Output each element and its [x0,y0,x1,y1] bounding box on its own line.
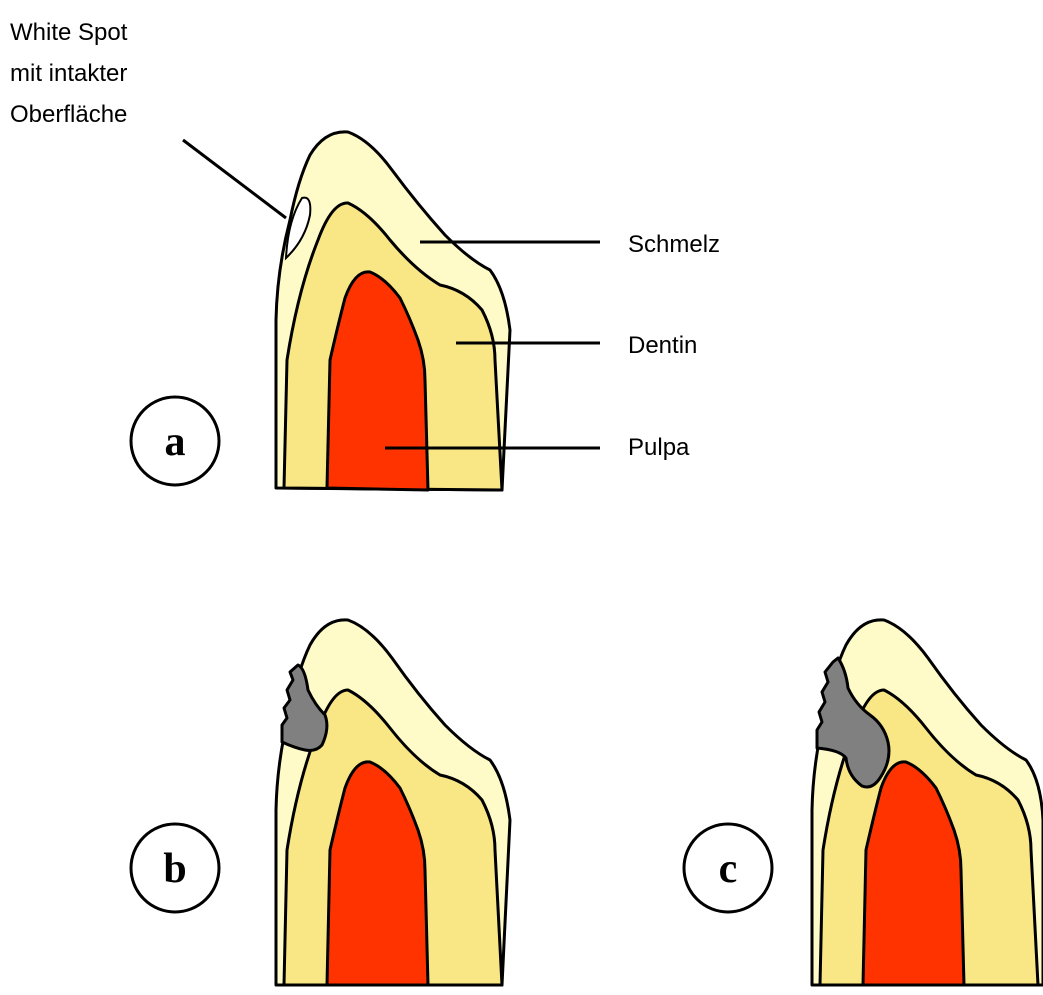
panel-badge-c: c [684,824,772,912]
svg-text:c: c [719,846,738,892]
svg-text:b: b [163,846,186,892]
pulpa-label: Pulpa [628,434,690,461]
panel-badge-a: a [131,397,219,485]
tooth-b [276,620,510,985]
svg-text:a: a [165,419,186,465]
tooth-c [812,620,1043,985]
schmelz-label: Schmelz [628,231,720,258]
panel-badge-b: b [131,824,219,912]
dentin-label: Dentin [628,332,697,359]
tooth-a [276,132,510,490]
white-spot-leader [183,140,286,218]
white-spot-label: White Spot mit intakter Oberfläche [10,19,134,128]
